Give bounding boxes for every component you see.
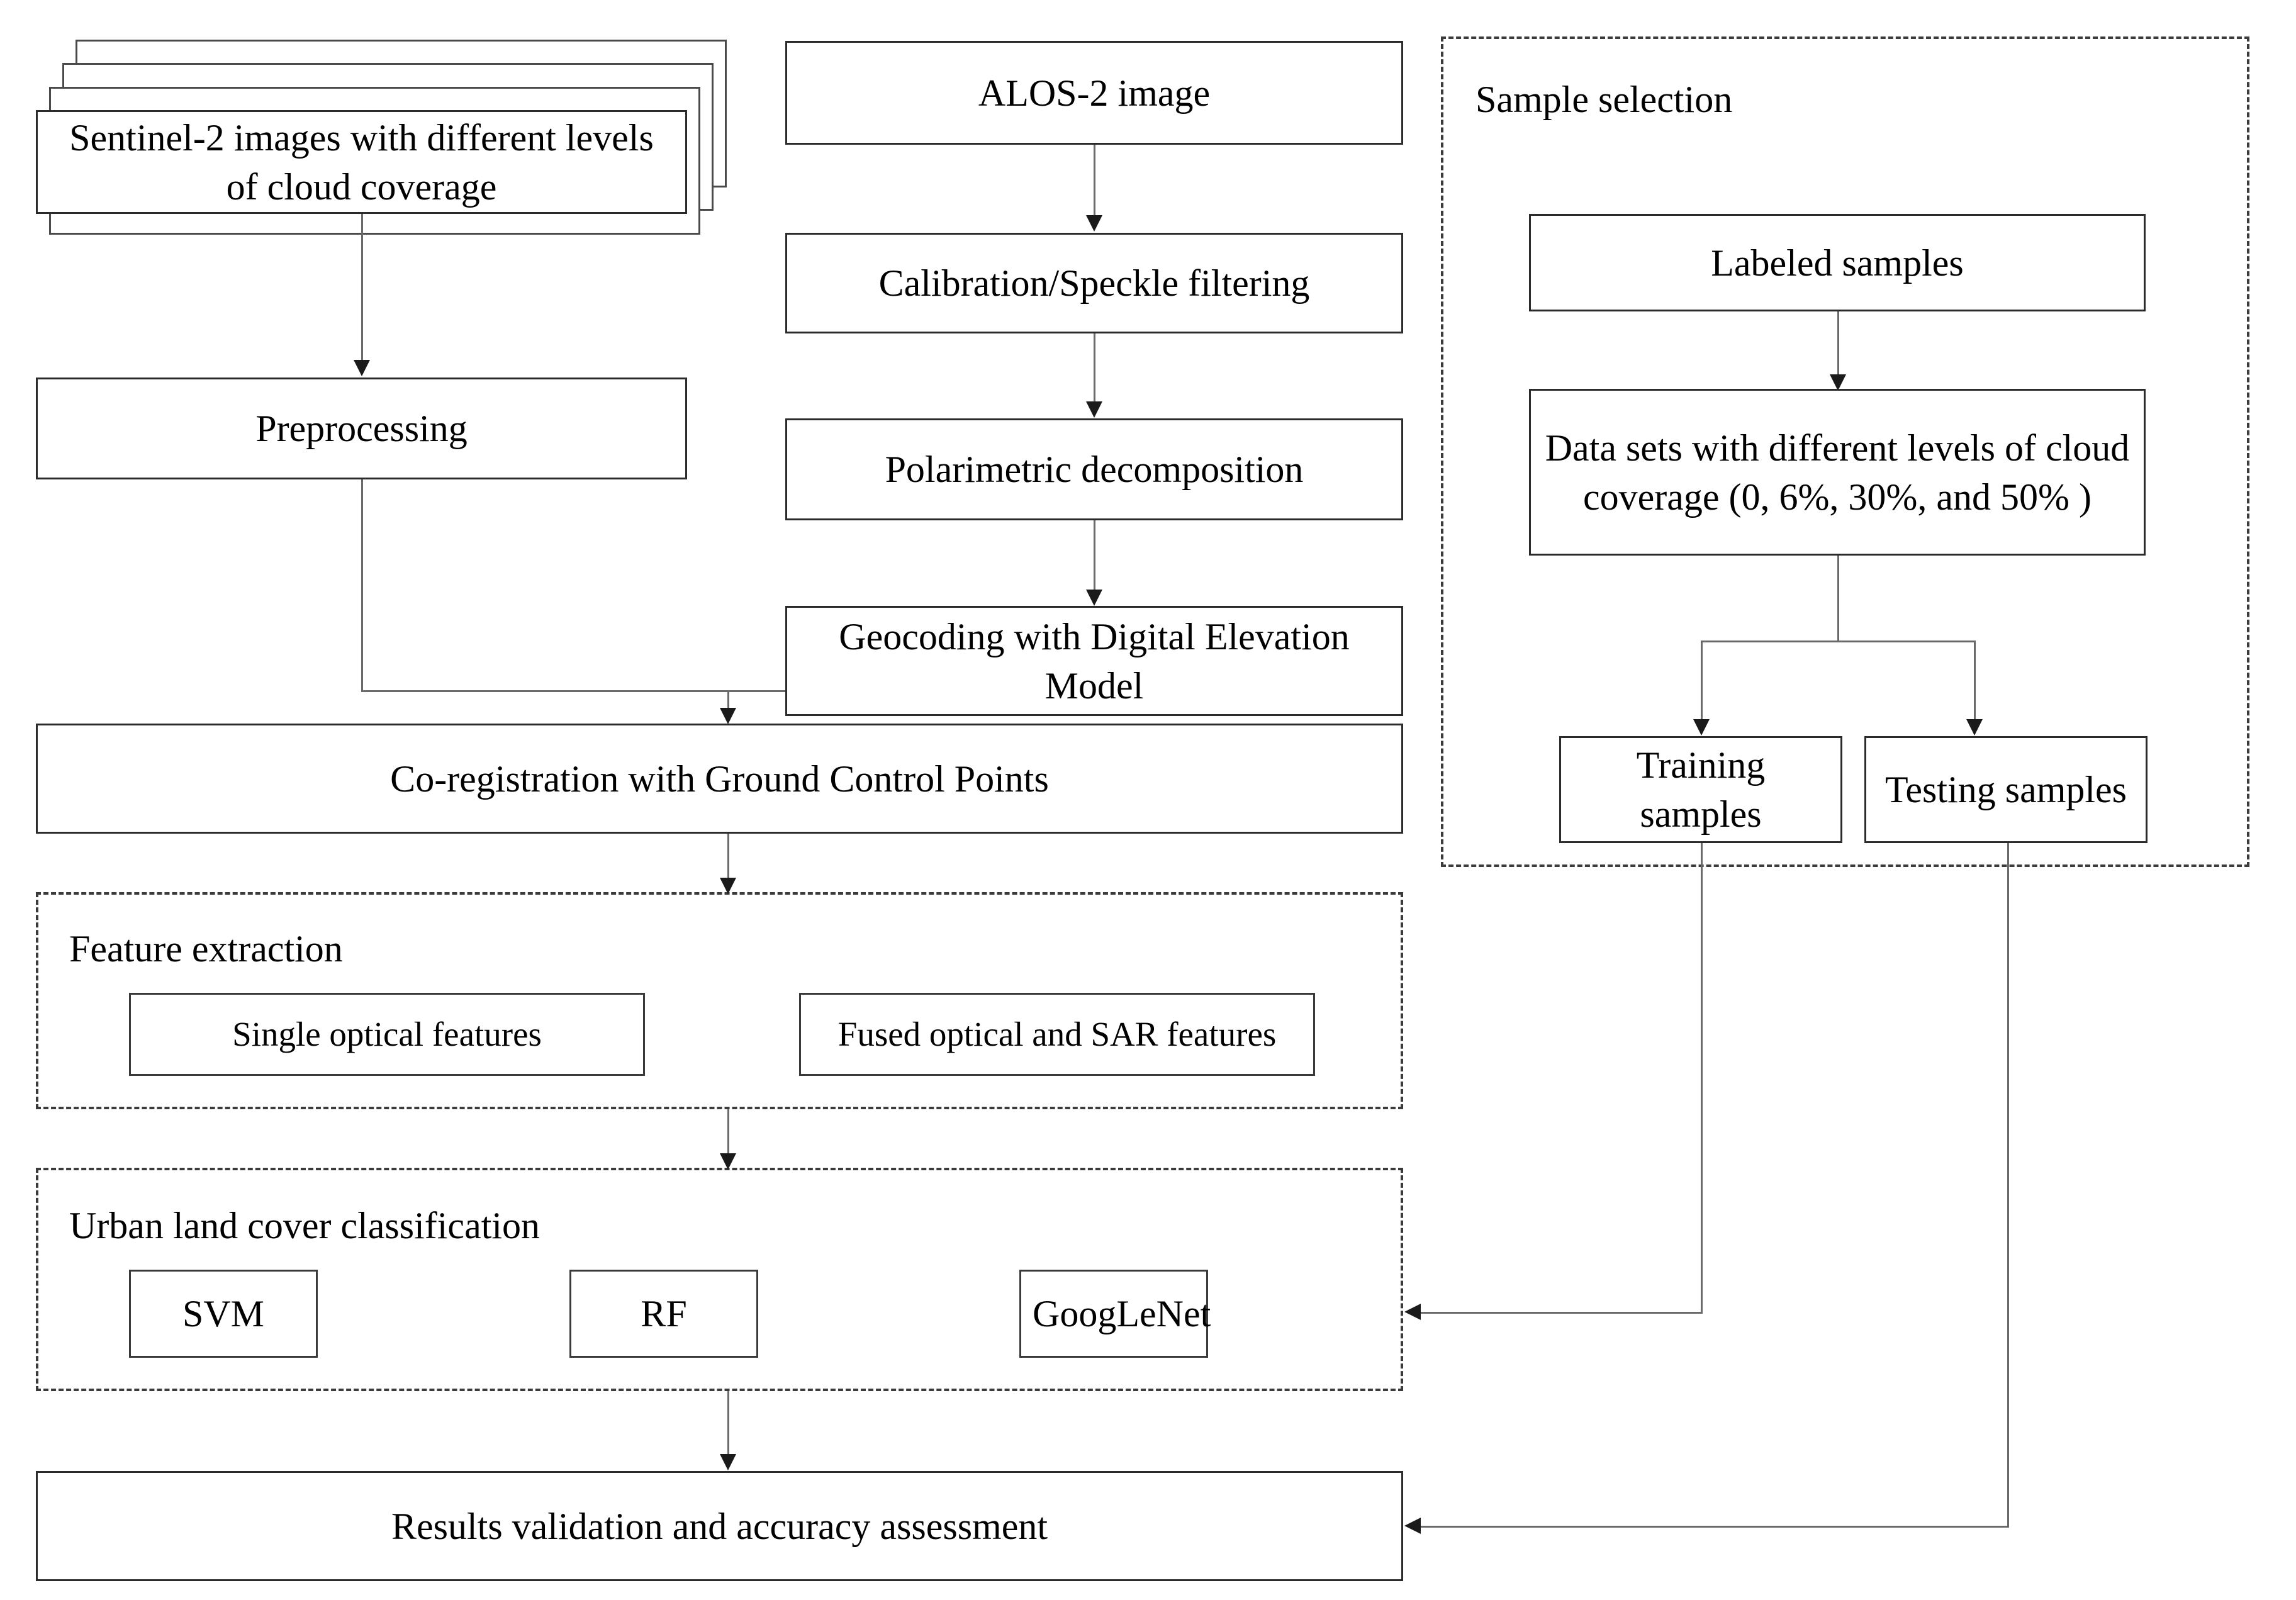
node-labeled-samples[interactable]: Labeled samples [1529,214,2146,311]
panel-feature-extraction-title: Feature extraction [69,928,343,970]
connector-preprocessing-down [361,479,363,690]
node-testing-samples[interactable]: Testing samples [1864,736,2148,843]
arrowhead-testing-to-results [1404,1518,1421,1534]
connector-split-to-testing [1974,641,1976,719]
node-classifier-svm-label: SVM [182,1293,265,1334]
node-results-validation[interactable]: Results validation and accuracy assessme… [36,1471,1403,1581]
node-testing-samples-label: Testing samples [1884,769,2127,810]
arrowhead-coregistration-to-feature [720,878,736,894]
panel-feature-extraction [36,892,1403,1109]
node-alos2-image-label: ALOS-2 image [978,72,1211,114]
connector-coregistration-to-feature [727,834,729,878]
node-data-sets[interactable]: Data sets with different levels of cloud… [1529,389,2146,556]
connector-split-horizontal [1701,641,1974,642]
panel-urban-classification [36,1168,1403,1391]
connector-testing-to-results [1421,1526,2009,1528]
panel-sample-selection-title: Sample selection [1476,79,1733,120]
node-alos2-image[interactable]: ALOS-2 image [785,41,1403,145]
node-polarimetric-decomposition-label: Polarimetric decomposition [885,449,1304,490]
node-classifier-rf[interactable]: RF [569,1270,758,1358]
connector-polarimetric-to-geocoding [1094,520,1095,590]
connector-labeled-to-datasets [1837,311,1839,374]
connector-feature-to-classification [727,1109,729,1153]
node-labeled-samples-label: Labeled samples [1711,242,1964,284]
node-fused-optical-sar-features[interactable]: Fused optical and SAR features [799,993,1315,1076]
arrowhead-sentinel-to-preprocessing [354,360,370,376]
node-sentinel-images[interactable]: Sentinel-2 images with different levels … [36,110,687,214]
node-sentinel-images-label: Sentinel-2 images with different levels … [69,116,654,208]
arrowhead-split-to-training [1693,719,1710,736]
node-preprocessing-label: Preprocessing [255,408,468,449]
node-coregistration[interactable]: Co-registration with Ground Control Poin… [36,724,1403,834]
node-preprocessing[interactable]: Preprocessing [36,378,687,479]
arrowhead-polarimetric-to-geocoding [1086,590,1102,606]
connector-testing-down [2007,843,2009,1526]
panel-urban-classification-title: Urban land cover classification [69,1205,540,1246]
node-calibration-speckle-label: Calibration/Speckle filtering [878,262,1310,304]
node-classifier-googlenet-label: GoogLeNet [1033,1293,1211,1334]
node-training-samples-label: Training samples [1636,744,1766,835]
connector-split-to-training [1701,641,1703,719]
arrowhead-classification-to-results [720,1454,736,1470]
node-single-optical-features[interactable]: Single optical features [129,993,645,1076]
node-classifier-googlenet[interactable]: GoogLeNet [1019,1270,1211,1358]
node-geocoding-dem-label: Geocoding with Digital Elevation Model [839,615,1350,707]
node-calibration-speckle[interactable]: Calibration/Speckle filtering [785,233,1403,333]
arrowhead-training-to-classification [1404,1304,1421,1320]
connector-training-to-classification [1421,1312,1703,1314]
node-classifier-rf-label: RF [641,1293,687,1334]
arrowhead-split-to-testing [1966,719,1983,736]
arrowhead-alos-to-calibration [1086,215,1102,232]
node-single-optical-features-label: Single optical features [232,1015,542,1054]
connector-merge-to-coregistration [727,690,729,708]
panel-sample-selection [1441,36,2249,867]
connector-sentinel-to-preprocessing [361,214,363,360]
node-classifier-svm[interactable]: SVM [129,1270,318,1358]
arrowhead-calibration-to-polarimetric [1086,401,1102,418]
connector-datasets-down [1837,556,1839,641]
node-results-validation-label: Results validation and accuracy assessme… [391,1505,1048,1547]
connector-training-down [1701,843,1703,1312]
arrowhead-feature-to-classification [720,1153,736,1170]
node-training-samples[interactable]: Training samples [1559,736,1842,843]
node-coregistration-label: Co-registration with Ground Control Poin… [390,758,1049,800]
node-geocoding-dem[interactable]: Geocoding with Digital Elevation Model [785,606,1403,716]
arrowhead-merge-to-coregistration [720,708,736,724]
node-fused-optical-sar-features-label: Fused optical and SAR features [837,1015,1277,1054]
arrowhead-labeled-to-datasets [1830,374,1846,391]
node-data-sets-label: Data sets with different levels of cloud… [1545,427,2130,518]
connector-classification-to-results [727,1391,729,1454]
connector-calibration-to-polarimetric [1094,333,1095,401]
connector-alos-to-calibration [1094,145,1095,215]
node-polarimetric-decomposition[interactable]: Polarimetric decomposition [785,418,1403,520]
